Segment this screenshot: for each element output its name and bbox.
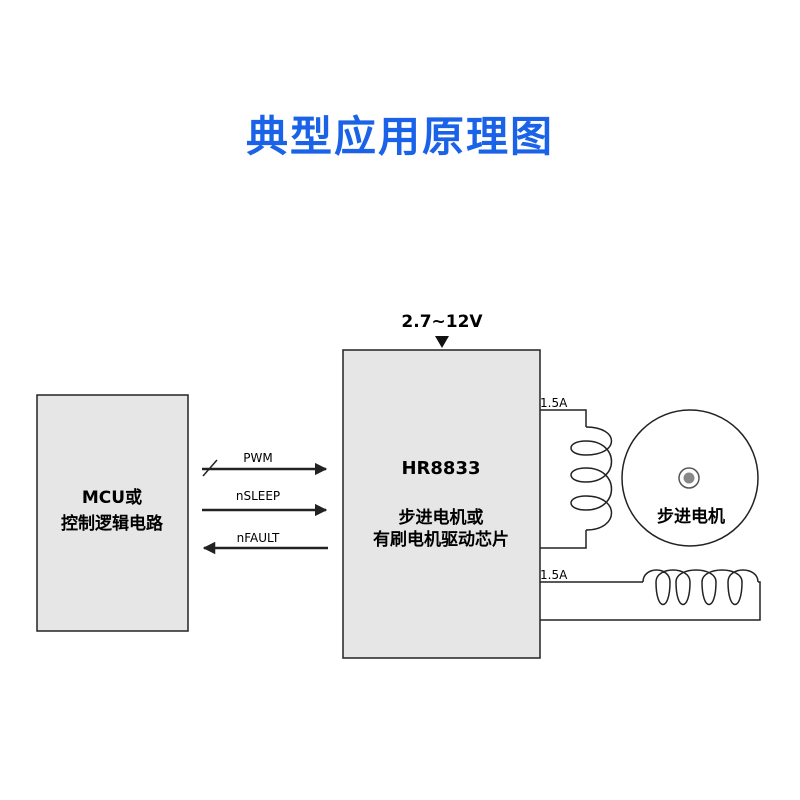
power-supply: 2.7~12V — [401, 312, 483, 348]
mcu-block: MCU或 控制逻辑电路 — [36, 394, 189, 632]
top-winding-wire-upper — [540, 409, 587, 427]
nsleep-label: nSLEEP — [236, 489, 280, 503]
driver-box — [342, 349, 541, 659]
driver-label-line1: 步进电机或 — [399, 507, 484, 528]
inductor-coil-icon — [570, 426, 613, 531]
nfault-label: nFAULT — [237, 531, 280, 545]
driver-chip-name: HR8833 — [401, 458, 480, 479]
top-winding-wire-lower — [540, 530, 587, 549]
driver-chip-block: HR8833 步进电机或 有刷电机驱动芯片 — [342, 349, 541, 659]
bottom-current-label: 1.5A — [540, 568, 568, 582]
pwm-label: PWM — [243, 451, 272, 465]
page-title: 典型应用原理图 — [245, 112, 554, 161]
bottom-winding-wire-lower — [540, 581, 761, 621]
inductor-coil-icon — [642, 569, 759, 605]
bottom-winding: 1.5A — [540, 568, 761, 621]
mcu-box — [36, 394, 189, 632]
top-winding: 1.5A — [540, 396, 613, 549]
triangle-down-icon — [435, 336, 449, 348]
mcu-label-line2: 控制逻辑电路 — [61, 513, 164, 534]
motor-shaft-icon — [678, 467, 700, 489]
top-current-label: 1.5A — [540, 396, 568, 410]
mcu-label-line1: MCU或 — [82, 487, 142, 508]
stepper-motor: 步进电机 — [621, 409, 759, 547]
signal-lines: PWM nSLEEP nFAULT — [202, 451, 328, 555]
slash-icon — [202, 459, 218, 477]
driver-label-line2: 有刷电机驱动芯片 — [373, 529, 509, 550]
motor-label: 步进电机 — [657, 506, 725, 527]
supply-voltage-label: 2.7~12V — [401, 312, 483, 332]
